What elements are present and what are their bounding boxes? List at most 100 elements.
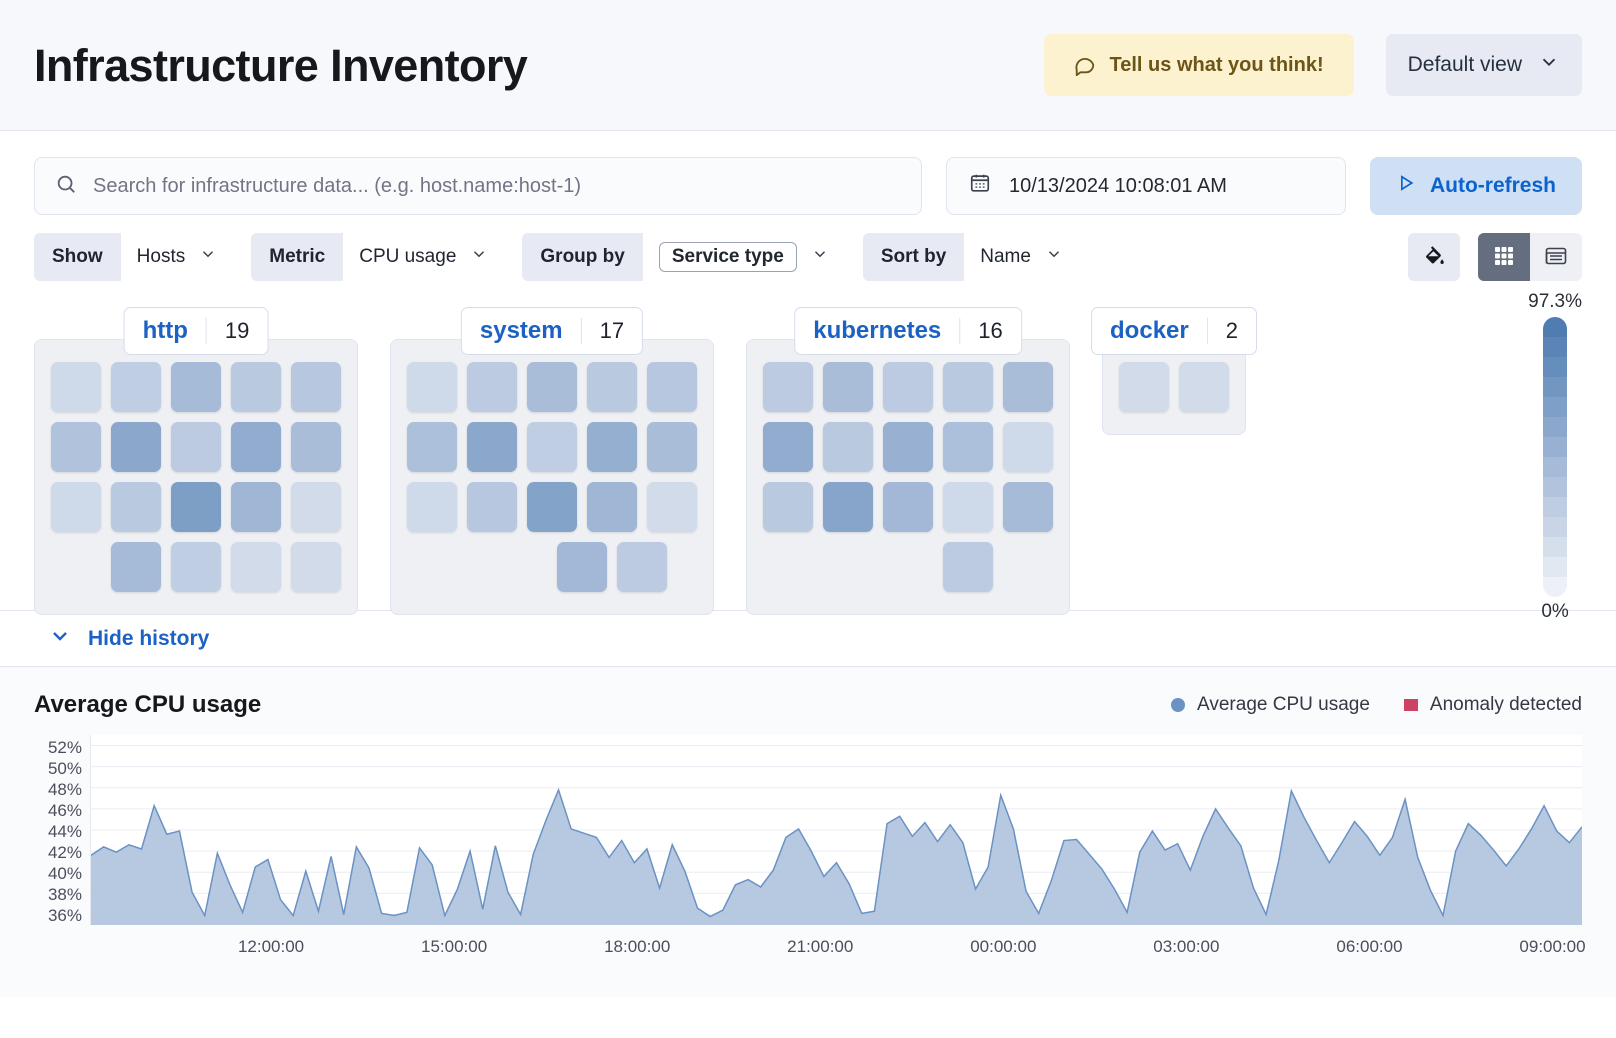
host-node[interactable] xyxy=(407,482,457,532)
host-node[interactable] xyxy=(763,422,813,472)
x-tick-label: 18:00:00 xyxy=(604,937,671,956)
map-view-button[interactable] xyxy=(1478,233,1530,281)
legend-step xyxy=(1543,377,1568,397)
host-node[interactable] xyxy=(883,362,933,412)
host-node[interactable] xyxy=(111,482,161,532)
host-node[interactable] xyxy=(647,362,697,412)
filter-metric-value[interactable]: CPU usage xyxy=(343,233,505,281)
feedback-button[interactable]: Tell us what you think! xyxy=(1043,34,1354,96)
host-node[interactable] xyxy=(51,482,101,532)
host-node[interactable] xyxy=(587,422,637,472)
host-node[interactable] xyxy=(291,542,341,592)
host-node[interactable] xyxy=(943,542,993,592)
host-node[interactable] xyxy=(1003,482,1053,532)
page-title: Infrastructure Inventory xyxy=(34,39,528,91)
node-row xyxy=(437,542,667,592)
node-row xyxy=(51,362,341,412)
host-node[interactable] xyxy=(171,362,221,412)
node-row xyxy=(51,482,341,532)
legend-controls-button[interactable] xyxy=(1408,233,1460,281)
legend-max-label: 97.3% xyxy=(1528,291,1582,312)
host-node[interactable] xyxy=(111,542,161,592)
legend-step xyxy=(1543,437,1568,457)
legend-step xyxy=(1543,397,1568,417)
legend-step xyxy=(1543,317,1568,337)
host-node[interactable] xyxy=(763,362,813,412)
host-node[interactable] xyxy=(527,422,577,472)
host-node[interactable] xyxy=(557,542,607,592)
host-node[interactable] xyxy=(1003,362,1053,412)
hide-history-label: Hide history xyxy=(88,626,210,650)
legend-step xyxy=(1543,417,1568,437)
host-node[interactable] xyxy=(407,362,457,412)
host-node[interactable] xyxy=(171,482,221,532)
host-node[interactable] xyxy=(883,482,933,532)
auto-refresh-label: Auto-refresh xyxy=(1429,174,1556,197)
host-node[interactable] xyxy=(943,422,993,472)
search-placeholder: Search for infrastructure data... (e.g. … xyxy=(93,174,582,197)
host-node[interactable] xyxy=(467,362,517,412)
legend-item-anomaly-detected[interactable]: Anomaly detected xyxy=(1403,694,1582,716)
host-node[interactable] xyxy=(231,362,281,412)
host-node[interactable] xyxy=(647,422,697,472)
host-node[interactable] xyxy=(1119,362,1169,412)
host-node[interactable] xyxy=(231,482,281,532)
group-badge-http[interactable]: http 19 xyxy=(123,307,269,355)
host-node[interactable] xyxy=(171,542,221,592)
group-count: 19 xyxy=(205,318,267,344)
host-node[interactable] xyxy=(823,362,873,412)
filter-metric: Metric CPU usage xyxy=(251,233,505,281)
date-picker[interactable]: 10/13/2024 10:08:01 AM xyxy=(945,157,1346,215)
host-node[interactable] xyxy=(587,482,637,532)
chevron-down-icon xyxy=(199,245,217,269)
host-node[interactable] xyxy=(617,542,667,592)
auto-refresh-button[interactable]: Auto-refresh xyxy=(1369,157,1582,215)
host-node[interactable] xyxy=(467,422,517,472)
app-header: Infrastructure Inventory Tell us what yo… xyxy=(0,0,1616,131)
host-node[interactable] xyxy=(467,482,517,532)
host-node[interactable] xyxy=(51,362,101,412)
host-node[interactable] xyxy=(231,542,281,592)
host-node[interactable] xyxy=(111,362,161,412)
host-node[interactable] xyxy=(291,422,341,472)
chevron-down-icon xyxy=(811,245,829,269)
host-node[interactable] xyxy=(823,422,873,472)
group-body xyxy=(1102,339,1246,435)
default-view-button[interactable]: Default view xyxy=(1385,34,1582,96)
host-node[interactable] xyxy=(291,482,341,532)
filter-show-value[interactable]: Hosts xyxy=(120,233,234,281)
hide-history-toggle[interactable]: Hide history xyxy=(0,611,1616,667)
host-node[interactable] xyxy=(587,362,637,412)
host-node[interactable] xyxy=(883,422,933,472)
filter-group-by-label: Group by xyxy=(522,233,643,281)
legend-item-average-cpu-usage[interactable]: Average CPU usage xyxy=(1171,694,1370,716)
table-view-button[interactable] xyxy=(1530,233,1582,281)
search-input[interactable]: Search for infrastructure data... (e.g. … xyxy=(34,157,922,215)
group-count: 2 xyxy=(1206,318,1256,344)
host-node[interactable] xyxy=(231,422,281,472)
group-name: http xyxy=(142,317,188,344)
host-node[interactable] xyxy=(171,422,221,472)
series-line xyxy=(91,790,1582,917)
node-spacer xyxy=(883,542,933,592)
host-node[interactable] xyxy=(647,482,697,532)
filter-sort-by-value[interactable]: Name xyxy=(964,233,1079,281)
host-node[interactable] xyxy=(943,362,993,412)
host-node[interactable] xyxy=(527,362,577,412)
host-node[interactable] xyxy=(1179,362,1229,412)
host-node[interactable] xyxy=(823,482,873,532)
host-node[interactable] xyxy=(407,422,457,472)
filter-show-value-text: Hosts xyxy=(136,246,186,267)
host-node[interactable] xyxy=(763,482,813,532)
host-node[interactable] xyxy=(943,482,993,532)
host-node[interactable] xyxy=(111,422,161,472)
host-node[interactable] xyxy=(291,362,341,412)
filter-group-by-value[interactable]: Service type xyxy=(642,233,845,281)
host-node[interactable] xyxy=(1003,422,1053,472)
host-node[interactable] xyxy=(51,422,101,472)
host-node[interactable] xyxy=(527,482,577,532)
history-chart-panel: Average CPU usage Average CPU usage Anom… xyxy=(0,667,1616,997)
